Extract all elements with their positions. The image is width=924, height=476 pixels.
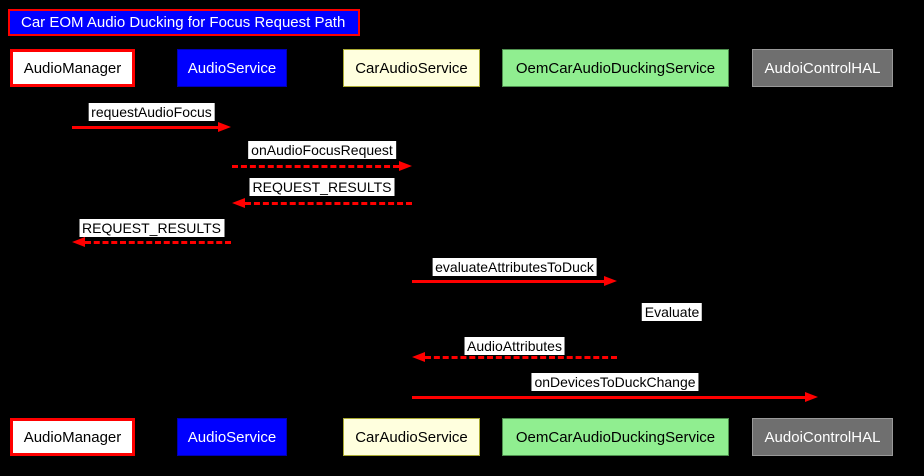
participant-audio-service-bottom: AudioService: [177, 418, 287, 456]
message-arrowhead-1: [399, 161, 412, 171]
message-label-2: REQUEST_RESULTS: [249, 178, 395, 196]
participant-car-audio-service-bottom: CarAudioService: [343, 418, 480, 456]
message-arrowhead-0: [218, 122, 231, 132]
message-arrowhead-2: [232, 198, 245, 208]
message-label-1: onAudioFocusRequest: [248, 141, 396, 159]
message-arrow-line-2: [245, 201, 412, 205]
participant-audio-manager-top: AudioManager: [10, 49, 135, 87]
message-label-5: Evaluate: [641, 303, 703, 321]
message-arrowhead-6: [412, 352, 425, 362]
diagram-title: Car EOM Audio Ducking for Focus Request …: [8, 9, 360, 36]
message-arrow-line-3: [85, 240, 231, 244]
message-arrowhead-7: [805, 392, 818, 402]
message-arrow-line-1: [232, 164, 399, 168]
message-label-7: onDevicesToDuckChange: [531, 373, 699, 391]
message-arrow-line-7: [412, 395, 805, 399]
participant-audio-manager-bottom: AudioManager: [10, 418, 135, 456]
message-arrowhead-4: [604, 276, 617, 286]
participant-oem-car-audio-ducking-service-bottom: OemCarAudioDuckingService: [502, 418, 729, 456]
message-label-3: REQUEST_RESULTS: [79, 219, 224, 237]
participant-audoi-control-hal-top: AudoiControlHAL: [752, 49, 893, 87]
message-arrow-line-6: [425, 355, 617, 359]
participant-audoi-control-hal-bottom: AudoiControlHAL: [752, 418, 893, 456]
participant-oem-car-audio-ducking-service-top: OemCarAudioDuckingService: [502, 49, 729, 87]
message-arrow-line-0: [72, 125, 218, 129]
participant-car-audio-service-top: CarAudioService: [343, 49, 480, 87]
message-arrow-line-4: [412, 279, 604, 283]
message-label-6: AudioAttributes: [464, 337, 565, 355]
message-label-4: evaluateAttributesToDuck: [432, 258, 597, 276]
message-label-0: requestAudioFocus: [88, 103, 215, 121]
participant-audio-service-top: AudioService: [177, 49, 287, 87]
message-arrowhead-3: [72, 237, 85, 247]
